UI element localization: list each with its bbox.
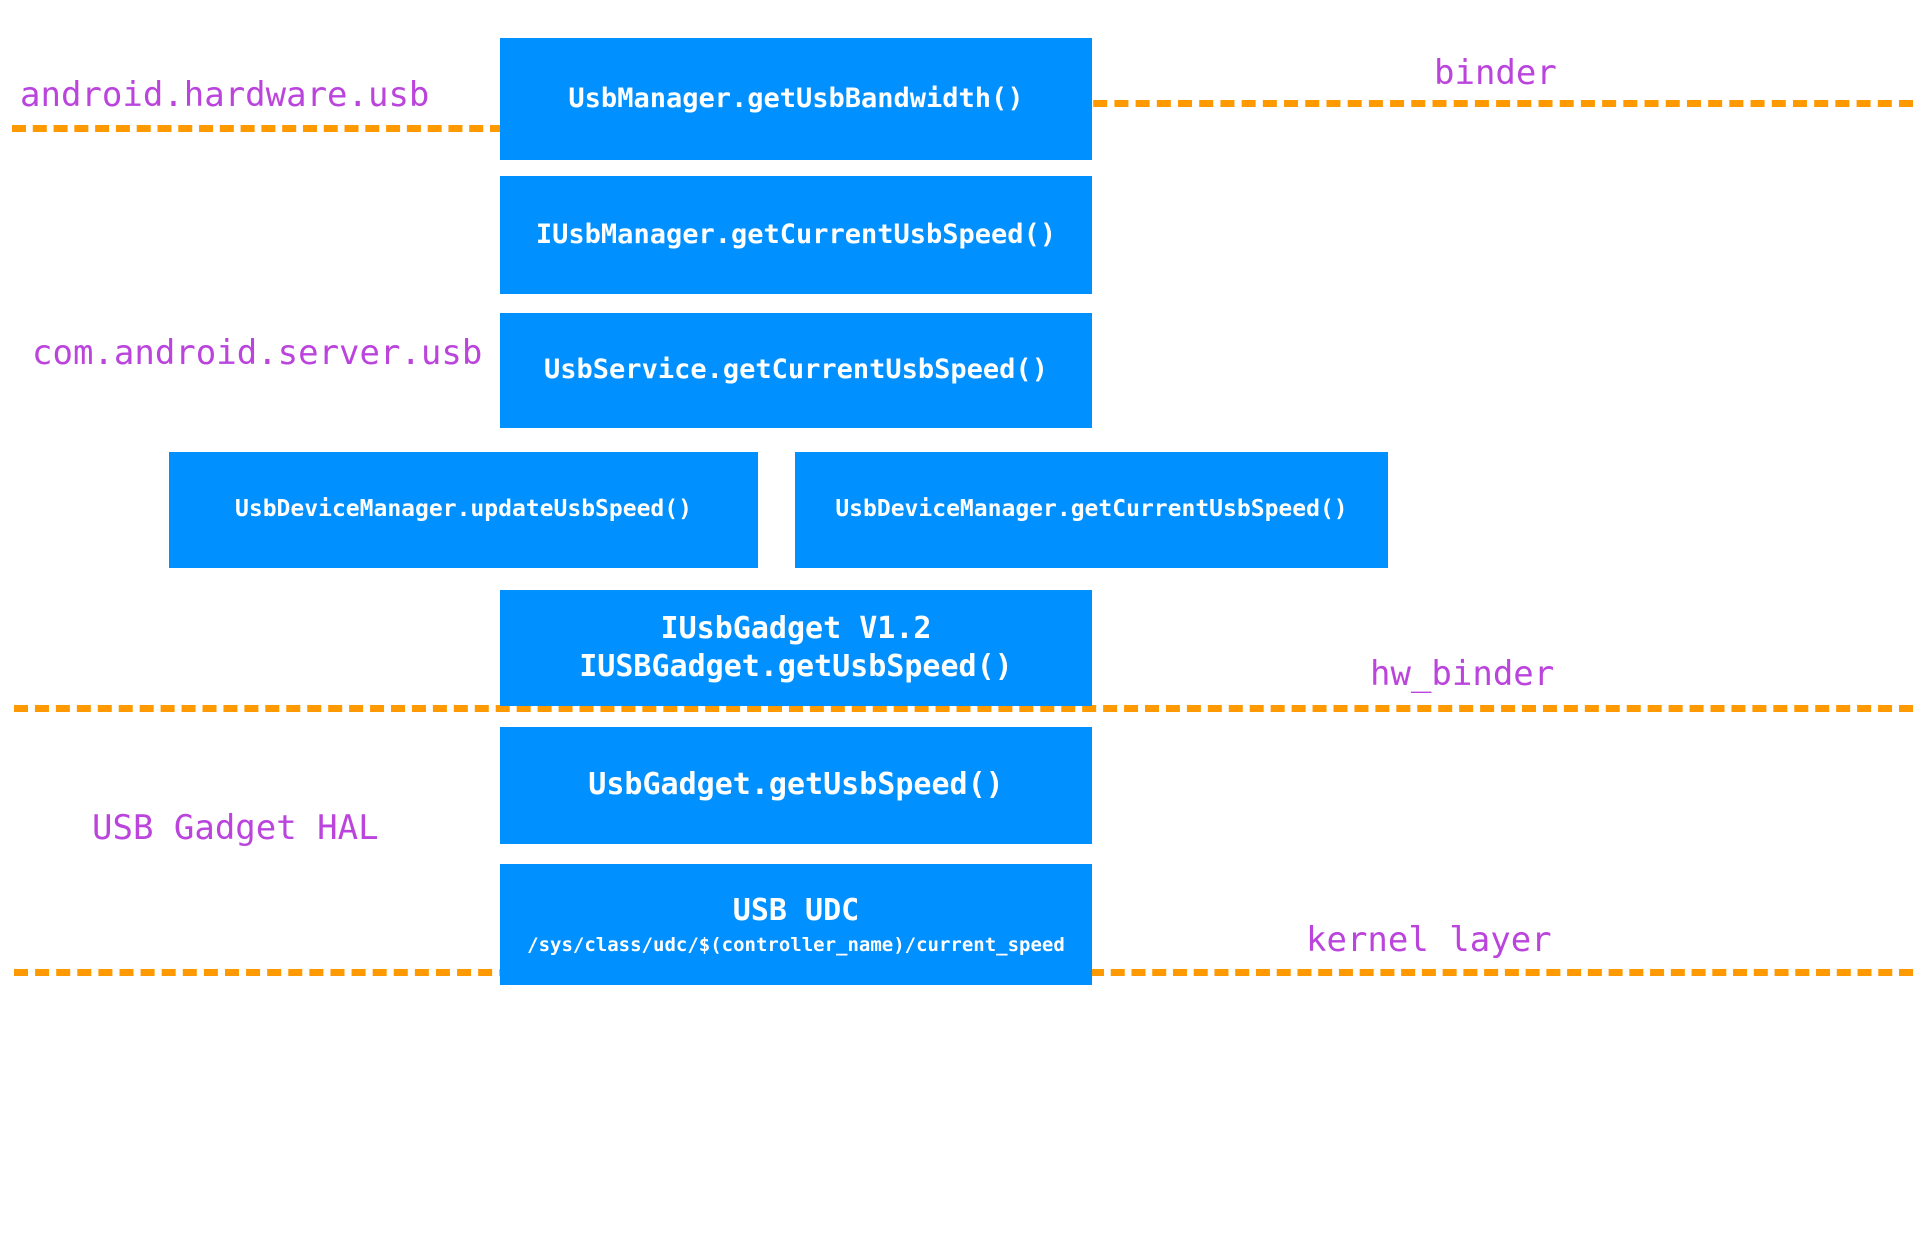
- divider-hw-binder: [14, 705, 1913, 712]
- layer-label-usb-gadget-hal: USB Gadget HAL: [92, 808, 379, 848]
- node-usbdevicemanager-getcurrentusbspeed: UsbDeviceManager.getCurrentUsbSpeed(): [795, 452, 1388, 568]
- divider-kernel-right: [1090, 969, 1913, 976]
- node-label-line1: UsbManager.getUsbBandwidth(): [568, 82, 1024, 114]
- layer-label-binder: binder: [1434, 53, 1557, 93]
- divider-binder-right: [1072, 100, 1913, 107]
- node-iusbmanager-getcurrentusbspeed: IUsbManager.getCurrentUsbSpeed(): [500, 176, 1092, 294]
- node-label-line1: UsbGadget.getUsbSpeed(): [588, 767, 1004, 803]
- node-usbdevicemanager-updateusbspeed: UsbDeviceManager.updateUsbSpeed(): [169, 452, 758, 568]
- node-label-line1: UsbDeviceManager.getCurrentUsbSpeed(): [835, 496, 1348, 523]
- node-label-sysfs-path: /sys/class/udc/$(controller_name)/curren…: [527, 934, 1065, 957]
- layer-label-hw-binder: hw_binder: [1370, 654, 1555, 694]
- layer-label-android-hardware-usb: android.hardware.usb: [20, 75, 430, 115]
- node-usbgadget-getusbspeed: UsbGadget.getUsbSpeed(): [500, 727, 1092, 844]
- layer-label-com-android-server-usb: com.android.server.usb: [32, 333, 483, 373]
- node-label-line1: UsbService.getCurrentUsbSpeed(): [544, 354, 1048, 386]
- node-usbmanager-getusbbandwidth: UsbManager.getUsbBandwidth(): [500, 38, 1092, 160]
- node-label-line2: IUSBGadget.getUsbSpeed(): [579, 649, 1013, 684]
- node-label-line1: USB UDC: [732, 892, 860, 928]
- node-usbservice-getcurrentusbspeed: UsbService.getCurrentUsbSpeed(): [500, 313, 1092, 428]
- node-usb-udc: USB UDC /sys/class/udc/$(controller_name…: [500, 864, 1092, 985]
- node-iusbgadget-v1-2: IUsbGadget V1.2 IUSBGadget.getUsbSpeed(): [500, 590, 1092, 706]
- node-label-line1: UsbDeviceManager.updateUsbSpeed(): [235, 496, 692, 523]
- layer-label-kernel-layer: kernel layer: [1306, 920, 1552, 960]
- node-label-line1: IUsbManager.getCurrentUsbSpeed(): [535, 218, 1057, 250]
- divider-binder-left: [12, 125, 504, 132]
- node-label-line1: IUsbGadget V1.2: [660, 610, 932, 646]
